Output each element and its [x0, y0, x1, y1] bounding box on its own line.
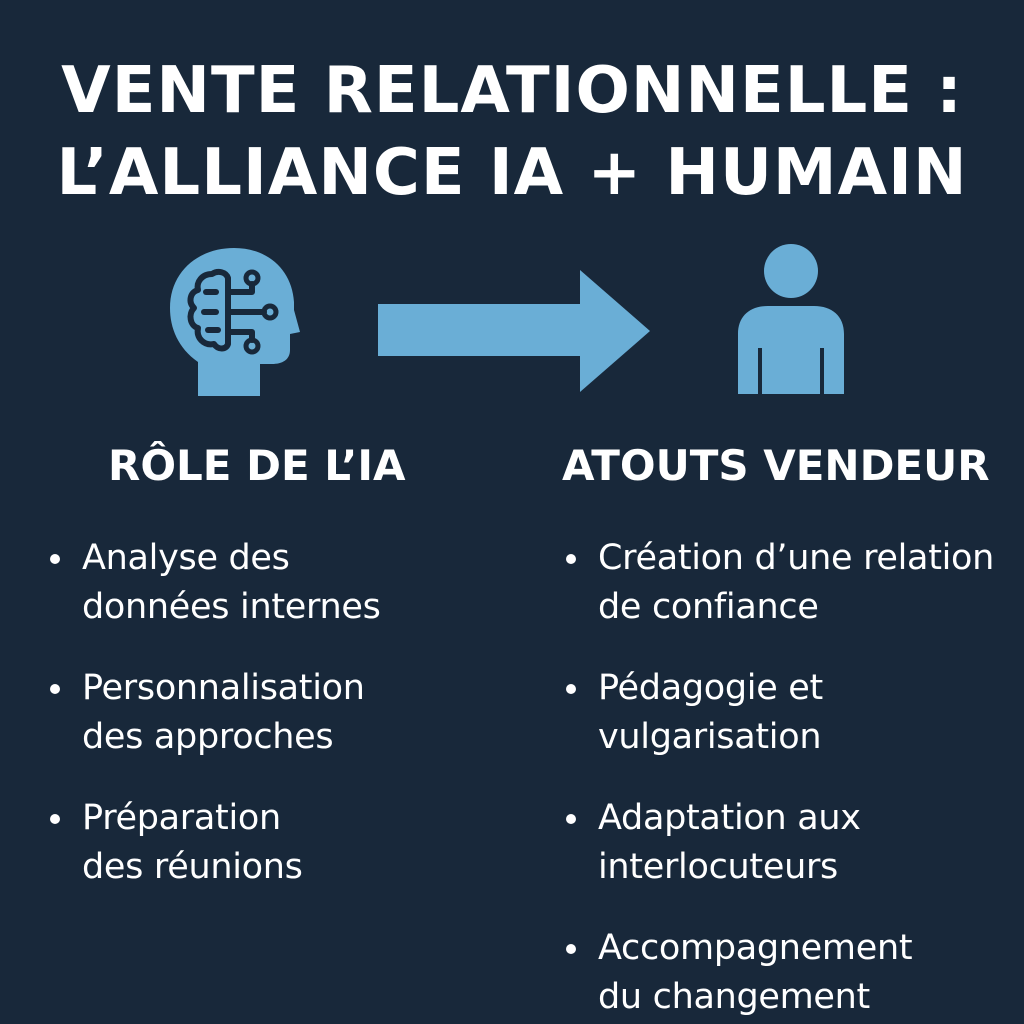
left-column-heading: RÔLE DE L’IA: [108, 441, 406, 490]
bullet-dot-icon: [566, 554, 576, 564]
bullet-text-line: interlocuteurs: [598, 847, 838, 887]
title-line-1: VENTE RELATIONNELLE :: [61, 54, 963, 128]
list-item: Pédagogie et vulgarisation: [562, 664, 1020, 762]
person-icon: [738, 244, 844, 394]
right-column-heading: ATOUTS VENDEUR: [562, 441, 990, 490]
title-line-2: L’ALLIANCE IA + HUMAIN: [56, 136, 968, 210]
list-item: Accompagnement du changement: [562, 924, 1020, 1022]
head-with-brain-circuit-icon: [170, 248, 300, 396]
bullet-text-line: Analyse des: [82, 538, 290, 578]
bullet-text-line: Préparation: [82, 798, 281, 838]
list-item: Adaptation aux interlocuteurs: [562, 794, 1020, 892]
bullet-text-line: Accompagnement: [598, 928, 913, 968]
circuit-nodes: [243, 269, 279, 355]
bullet-dot-icon: [566, 684, 576, 694]
head-silhouette: [170, 248, 300, 396]
brain-circuit: [187, 268, 267, 352]
bullet-text-line: des approches: [82, 717, 334, 757]
bullet-text-line: données internes: [82, 587, 381, 627]
right-arrow-icon: [378, 270, 650, 392]
left-bullet-list: Analyse des données internes Personnalis…: [46, 534, 486, 924]
bullet-text-line: du changement: [598, 977, 870, 1017]
bullet-dot-icon: [50, 684, 60, 694]
bullet-text-line: des réunions: [82, 847, 303, 887]
list-item: Personnalisation des approches: [46, 664, 486, 762]
bullet-dot-icon: [50, 554, 60, 564]
bullet-text-line: Pédagogie et: [598, 668, 823, 708]
bullet-dot-icon: [566, 814, 576, 824]
bullet-dot-icon: [566, 944, 576, 954]
bullet-text-line: vulgarisation: [598, 717, 822, 757]
bullet-text-line: Adaptation aux: [598, 798, 861, 838]
bullet-text-line: Création d’une relation: [598, 538, 995, 578]
bullet-dot-icon: [50, 814, 60, 824]
right-bullet-list: Création d’une relation de confiance Péd…: [562, 534, 1020, 1024]
list-item: Analyse des données internes: [46, 534, 486, 632]
list-item: Création d’une relation de confiance: [562, 534, 1020, 632]
list-item: Préparation des réunions: [46, 794, 486, 892]
bullet-text-line: Personnalisation: [82, 668, 365, 708]
bullet-text-line: de confiance: [598, 587, 819, 627]
